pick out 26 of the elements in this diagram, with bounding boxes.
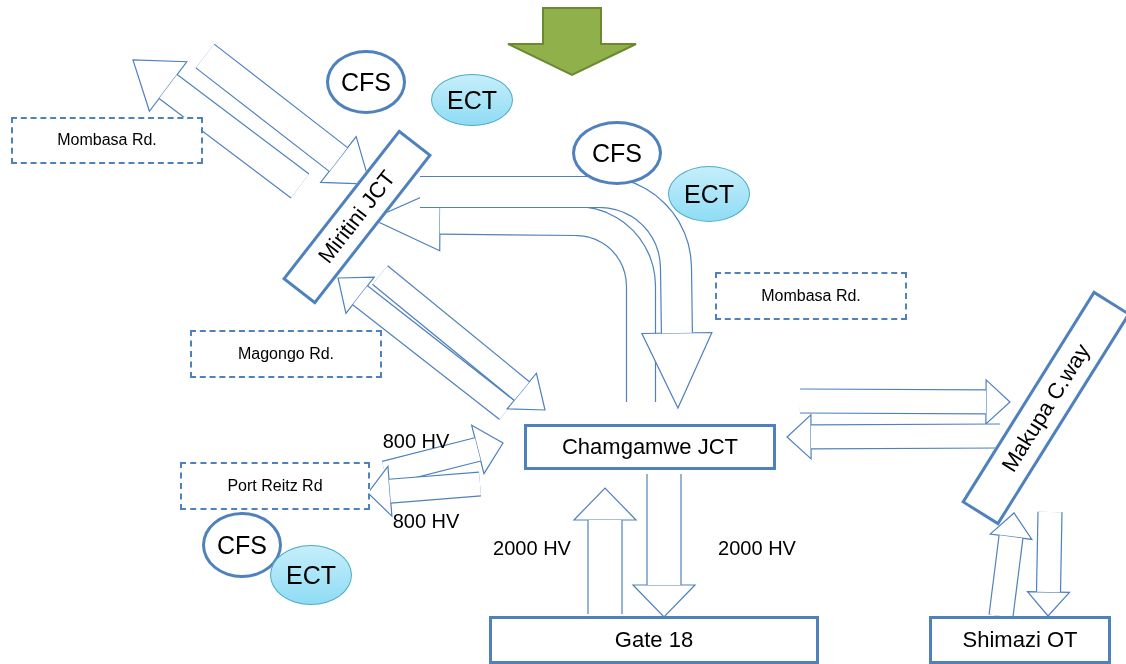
road-label-box: Magongo Rd.: [190, 330, 382, 378]
junction-box: Gate 18: [489, 616, 819, 664]
road-label-box: Mombasa Rd.: [11, 116, 203, 164]
block-arrow: [372, 265, 546, 411]
block-arrow: [420, 175, 713, 409]
cfs-circle: CFS: [202, 512, 282, 578]
ect-ellipse: ECT: [668, 166, 750, 222]
edge-label: 2000 HV: [493, 536, 571, 560]
block-arrow: [132, 59, 310, 199]
road-label-box: Mombasa Rd.: [715, 272, 907, 320]
road-label-box: Port Reitz Rd: [180, 462, 370, 510]
block-arrow: [1026, 511, 1071, 617]
block-arrow: [573, 487, 637, 614]
edge-label: 800 HV: [382, 429, 450, 453]
junction-box: Chamgamwe JCT: [524, 424, 776, 470]
block-arrow: [988, 512, 1033, 618]
cfs-circle: CFS: [572, 121, 662, 185]
edge-label: 800 HV: [392, 509, 460, 533]
edge-label: 2000 HV: [718, 536, 796, 560]
block-arrow: [799, 379, 1011, 425]
block-arrow: [786, 414, 1001, 460]
cfs-circle: CFS: [326, 50, 406, 114]
ect-ellipse: ECT: [270, 545, 352, 605]
block-arrow: [632, 474, 696, 618]
ect-ellipse: ECT: [431, 74, 513, 126]
junction-box: Shimazi OT: [929, 616, 1111, 664]
